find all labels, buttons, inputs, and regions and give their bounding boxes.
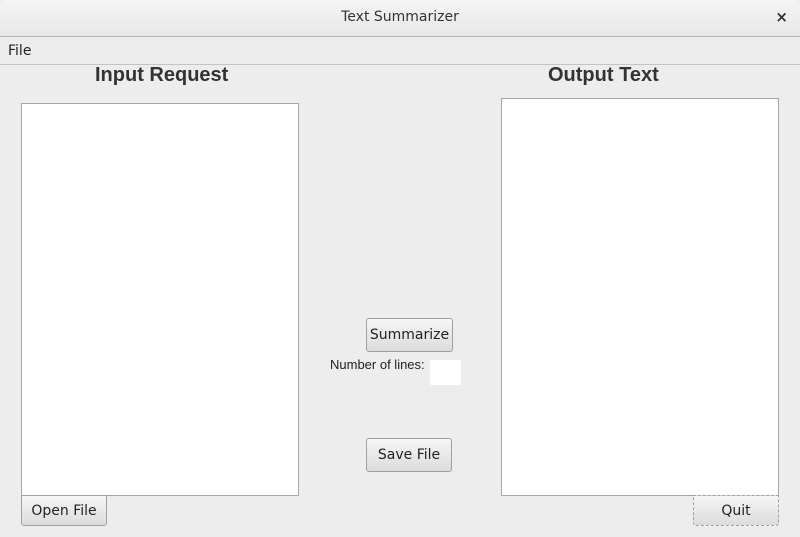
output-textarea[interactable] [501,98,779,496]
lines-input[interactable] [430,360,461,385]
input-textarea[interactable] [21,103,299,496]
summarize-button[interactable]: Summarize [366,318,453,352]
menu-file[interactable]: File [8,43,32,59]
menu-bar: File [0,37,800,65]
close-icon[interactable]: × [775,8,788,26]
lines-label: Number of lines: [330,357,425,372]
input-heading: Input Request [95,64,229,86]
window-title: Text Summarizer [341,9,459,25]
open-file-button[interactable]: Open File [21,495,107,526]
output-heading: Output Text [548,64,659,86]
title-bar: Text Summarizer × [0,0,800,37]
save-file-button[interactable]: Save File [366,438,452,472]
quit-button[interactable]: Quit [693,495,779,526]
